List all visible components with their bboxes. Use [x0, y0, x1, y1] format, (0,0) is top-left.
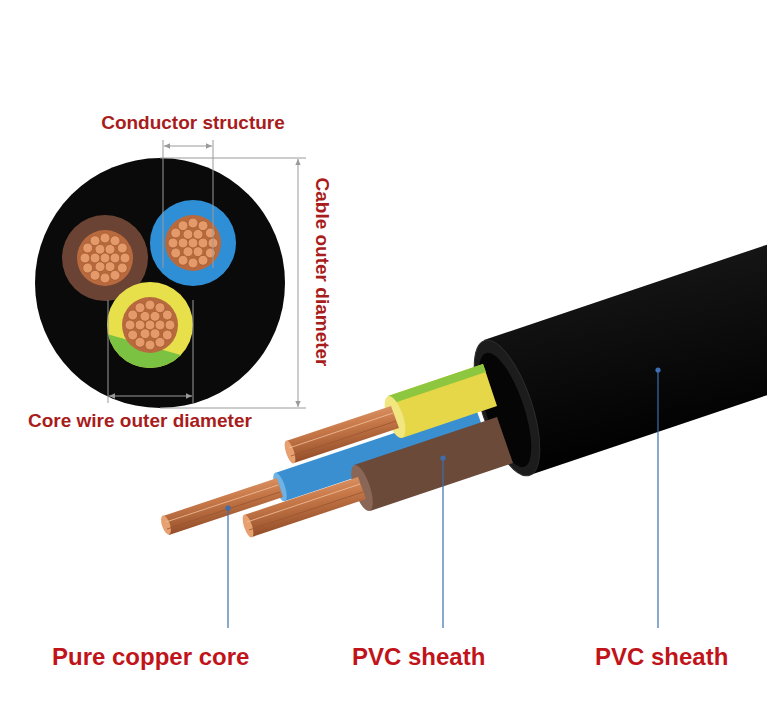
dimension-label: Conductor structure	[101, 113, 285, 134]
part-label: Pure copper core	[52, 644, 249, 670]
dimension-lines	[108, 140, 306, 408]
part-label: PVC sheath	[595, 644, 728, 670]
part-label: PVC sheath	[352, 644, 485, 670]
cross-section	[35, 158, 285, 408]
dimension-label: Cable outer diameter	[312, 178, 333, 367]
leader-lines	[225, 367, 660, 628]
dimension-label: Core wire outer diameter	[28, 411, 252, 432]
cable-drawing	[159, 212, 767, 539]
